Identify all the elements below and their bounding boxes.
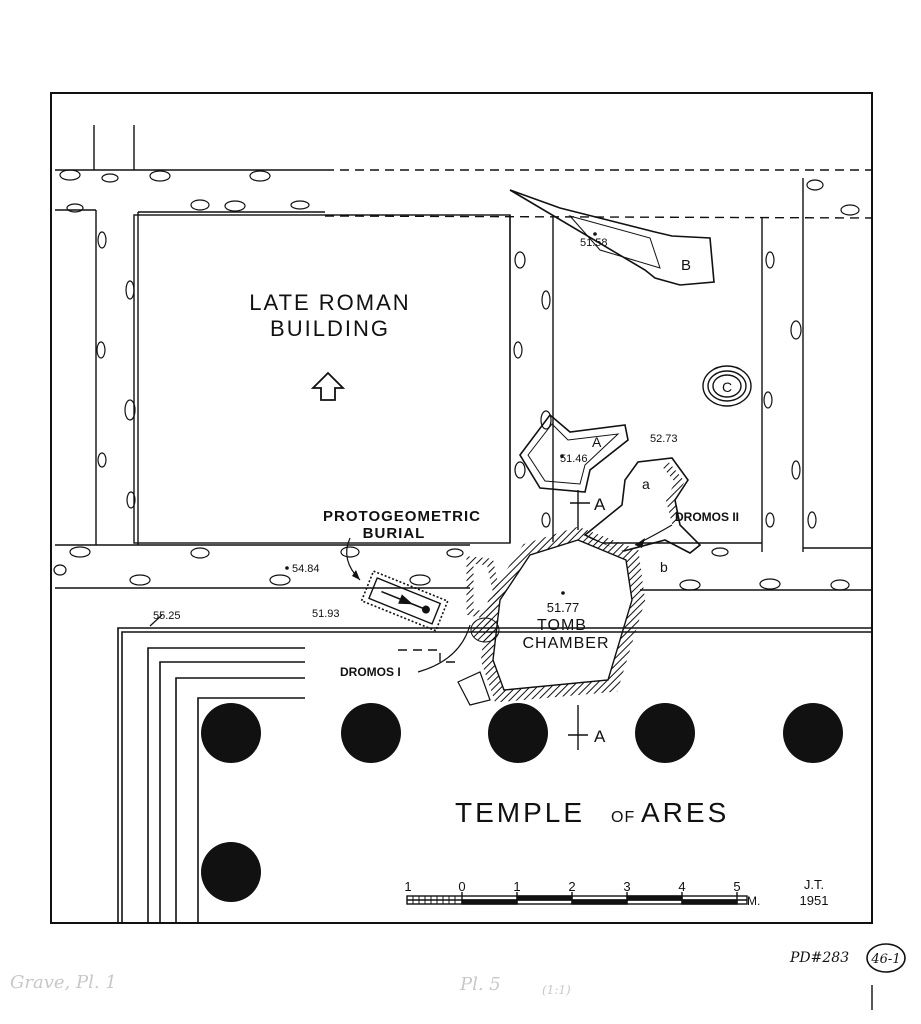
section-a-top: A <box>594 495 606 514</box>
temple-columns <box>201 703 843 902</box>
column-base <box>783 703 843 763</box>
elevation-5525: 55.25 <box>153 610 181 622</box>
column-base <box>488 703 548 763</box>
late-roman-label: LATE ROMAN <box>249 290 410 315</box>
tomb-elevation: 51.77 <box>547 600 580 615</box>
pd-number: PD#283 <box>789 950 849 966</box>
burial-label: BURIAL <box>363 525 426 542</box>
scale-tick-label: 3 <box>623 879 630 894</box>
dromos-1-passage <box>466 556 502 619</box>
building-label: BUILDING <box>270 316 390 341</box>
elevation-points <box>285 232 597 595</box>
scale-tick-label: 2 <box>568 879 575 894</box>
elevation-5146: 51.46 <box>560 453 588 465</box>
column-base <box>635 703 695 763</box>
pit-c-label: C <box>722 379 732 395</box>
author-initials: J.T. <box>804 877 824 892</box>
sheet-number-oval <box>866 943 906 973</box>
ares-label: ARES <box>641 797 729 828</box>
drawing-year: 1951 <box>800 893 829 908</box>
faint-note: Grave, Pl. 1 <box>10 972 117 993</box>
scale-tick-label: 1 <box>404 879 411 894</box>
elevation-5193: 51.93 <box>312 608 340 620</box>
rubble-stones <box>53 169 860 591</box>
scale-unit-label: M. <box>747 894 760 908</box>
dromos-1-label: DROMOS I <box>340 665 401 679</box>
scale-tick-label: 1 <box>513 879 520 894</box>
pit-a <box>519 413 629 493</box>
column-base <box>201 703 261 763</box>
small-a-label: a <box>642 476 650 492</box>
pit-a-label: A <box>592 434 602 450</box>
scale-tick-label: 5 <box>733 879 740 894</box>
section-a-bottom: A <box>594 727 606 746</box>
dromos-2-label: DROMOS II <box>675 510 739 524</box>
dromos-2-outline <box>583 457 702 554</box>
scale-tick-label: 4 <box>678 879 685 894</box>
north-arrow-icon <box>310 371 346 401</box>
rubble-walls <box>55 125 872 591</box>
temple-of-label: OF <box>611 809 635 826</box>
tomb-label: TOMB <box>537 617 587 634</box>
section-line-marker <box>568 490 590 750</box>
faint-note: Pl. 5 <box>459 974 501 995</box>
elevation-5484: 54.84 <box>292 563 320 575</box>
scale-tick-label: 0 <box>458 879 465 894</box>
temple-steps <box>117 627 872 923</box>
temple-label: TEMPLE <box>455 797 585 828</box>
elevation-5273: 52.73 <box>650 433 678 445</box>
small-b-label: b <box>660 559 668 575</box>
scale-bar-fine-ticks <box>412 896 456 904</box>
protogeometric-label: PROTOGEOMETRIC <box>323 508 481 525</box>
elevation-5158: 51.58 <box>580 237 608 249</box>
pit-c <box>702 365 752 407</box>
column-base <box>201 842 261 902</box>
pit-b <box>509 189 715 286</box>
chamber-label: CHAMBER <box>522 635 609 652</box>
sheet-number: 46-1 <box>870 952 900 967</box>
protogeometric-burial <box>360 570 449 632</box>
faint-note: (1:1) <box>542 983 571 997</box>
column-base <box>341 703 401 763</box>
scale-bar <box>406 892 748 905</box>
pit-b-label: B <box>681 257 691 274</box>
drawing-frame <box>50 92 873 924</box>
